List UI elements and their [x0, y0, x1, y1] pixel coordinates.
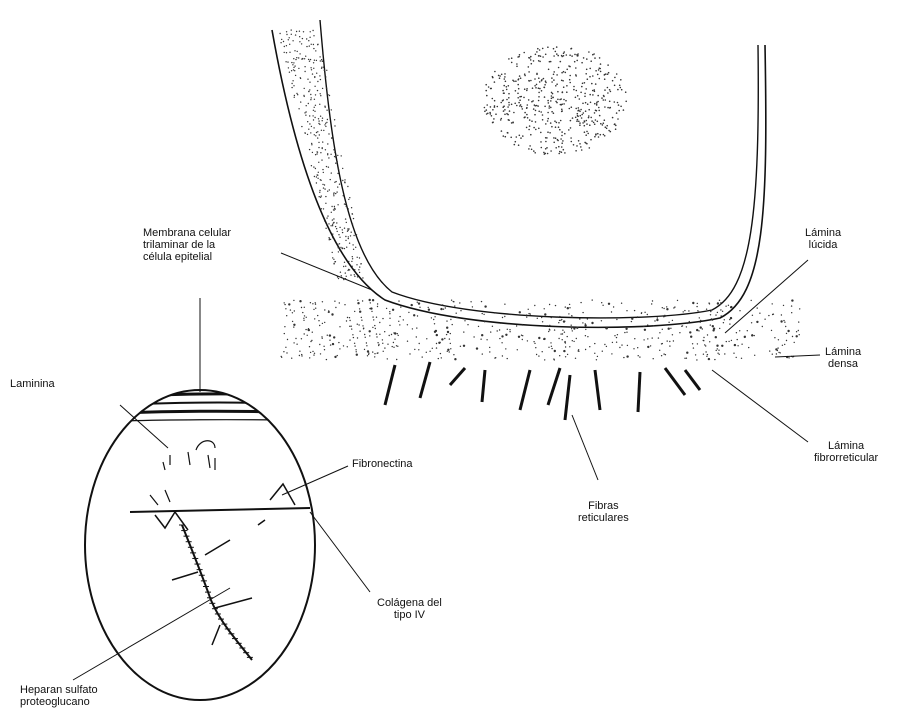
label-lamina-lucida: Lámina lúcida	[805, 227, 841, 251]
collagen-iv-network	[130, 484, 310, 530]
cell-cytoplasm-stipple	[279, 29, 363, 280]
lamina-densa-band	[281, 299, 801, 361]
label-colagena-tipo-iv: Colágena del tipo IV	[377, 597, 442, 621]
epithelial-cell-membrane	[272, 20, 766, 327]
label-lamina-densa: Lámina densa	[825, 346, 861, 370]
magnified-view-circle	[85, 390, 315, 700]
magnified-membrane-layers	[80, 394, 320, 423]
laminin-molecules	[150, 441, 215, 505]
cell-nucleus	[484, 46, 627, 155]
label-lamina-fibrorreticular: Lámina fibrorreticular	[814, 440, 878, 464]
reticular-fibers	[385, 362, 700, 420]
heparan-sulfate-chain	[172, 525, 252, 660]
label-fibronectina: Fibronectina	[352, 458, 413, 470]
label-heparan-sulfato: Heparan sulfato proteoglucano	[20, 684, 98, 708]
label-membrana-celular: Membrana celular trilaminar de la célula…	[143, 227, 231, 263]
label-fibras-reticulares: Fibras reticulares	[578, 500, 629, 524]
leader-lines	[73, 253, 820, 680]
label-laminina: Laminina	[10, 378, 55, 390]
